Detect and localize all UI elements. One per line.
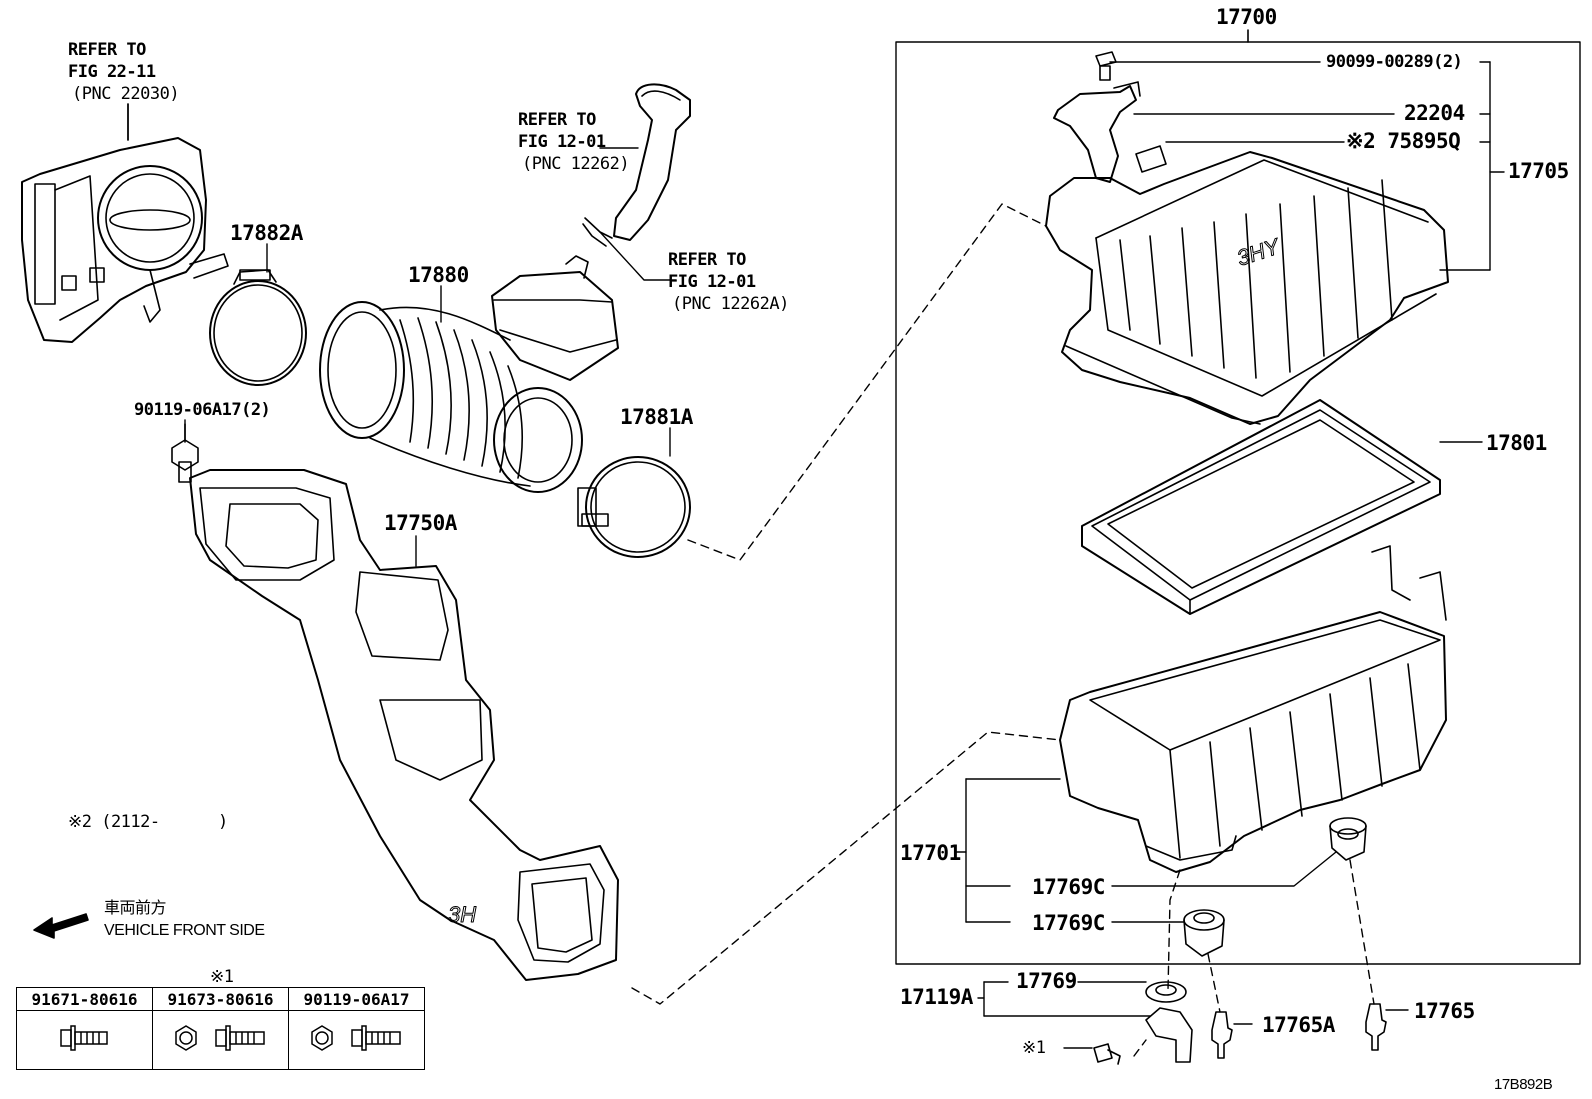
clamp-17882A-illustration <box>209 269 307 386</box>
part-17880[interactable]: 17880 <box>408 263 469 287</box>
part-17769C-upper[interactable]: 17769C <box>1032 875 1105 899</box>
part-17881A[interactable]: 17881A <box>620 405 693 429</box>
part-17765A[interactable]: 17765A <box>1262 1013 1335 1037</box>
pin-17765-illustration <box>1365 1003 1387 1051</box>
part-17769[interactable]: 17769 <box>1016 969 1077 993</box>
svg-text:3H: 3H <box>448 902 476 927</box>
cushion-17769-illustration <box>1145 981 1187 1003</box>
part-17750A[interactable]: 17750A <box>384 511 457 535</box>
dashed-connection-lines <box>631 203 1375 1057</box>
clamp-17881A-illustration <box>577 456 691 558</box>
part-17801[interactable]: 17801 <box>1486 431 1547 455</box>
drawing-id: 17B892B <box>1494 1076 1553 1093</box>
label-75895Q-illustration <box>1135 145 1167 173</box>
part-17765[interactable]: 17765 <box>1414 999 1475 1023</box>
part-17119A[interactable]: 17119A <box>900 985 973 1009</box>
hardware-table: 91671-80616 91673-80616 90119-06A17 <box>16 987 425 1070</box>
vehicle-front-arrow-icon <box>33 913 89 939</box>
flange-bolt-icon <box>59 1025 108 1051</box>
pin-17765A-illustration <box>1211 1011 1233 1059</box>
bracket-17119A-illustration <box>1145 1007 1193 1063</box>
table-header-1[interactable]: 91671-80616 <box>16 987 153 1011</box>
mark-1-label: ※1 <box>1022 1038 1046 1058</box>
stud-bolt-icon <box>174 1025 265 1051</box>
refer-hose2-line3: (PNC 12262A) <box>672 294 789 314</box>
production-note: ※2 (2112- ) <box>68 812 228 832</box>
assembly-number-17700: 17700 <box>1216 5 1277 29</box>
refer-hose2-line2: FIG 12-01 <box>668 272 756 292</box>
intake-hose-17880-illustration <box>319 255 619 493</box>
lower-case-17701-illustration <box>1059 545 1447 873</box>
part-17705[interactable]: 17705 <box>1508 159 1569 183</box>
part-90099-00289[interactable]: 90099-00289(2) <box>1326 52 1463 72</box>
part-22204[interactable]: 22204 <box>1404 101 1465 125</box>
part-90119-06A17[interactable]: 90119-06A17(2) <box>134 400 271 420</box>
table-header-3[interactable]: 90119-06A17 <box>288 987 425 1011</box>
table-header-2[interactable]: 91673-80616 <box>152 987 289 1011</box>
part-17769C-lower[interactable]: 17769C <box>1032 911 1105 935</box>
refer-throttle-line3: (PNC 22030) <box>72 84 180 104</box>
refer-hose2-line1: REFER TO <box>668 250 746 270</box>
part-75895Q[interactable]: ※2 75895Q <box>1346 129 1461 153</box>
table-group-mark: ※1 <box>210 967 234 987</box>
refer-throttle-line2: FIG 22-11 <box>68 62 156 82</box>
table-image-2 <box>152 1010 289 1070</box>
part-17701[interactable]: 17701 <box>900 841 961 865</box>
mass-air-flow-sensor-22204-illustration <box>1053 81 1141 183</box>
assembly-17700-frame <box>895 41 1581 965</box>
grommet-17769C-right-illustration <box>1329 817 1367 861</box>
refer-hose1-line2: FIG 12-01 <box>518 132 606 152</box>
table-image-3 <box>288 1010 425 1070</box>
table-image-1 <box>16 1010 153 1070</box>
air-duct-17750A-illustration: 3H <box>189 469 619 981</box>
bolt-90099-illustration <box>1095 51 1117 81</box>
leader-lines <box>127 61 1505 1049</box>
air-filter-17801-illustration <box>1081 399 1441 615</box>
bolt-mark1-illustration <box>1093 1043 1121 1065</box>
vehicle-front-en: VEHICLE FRONT SIDE <box>104 922 265 939</box>
svg-text:3HY: 3HY <box>1234 233 1284 270</box>
throttle-body-illustration <box>21 103 229 343</box>
part-17882A[interactable]: 17882A <box>230 221 303 245</box>
upper-case-17705-illustration: 3HY <box>1045 151 1449 425</box>
hex-bolt-icon <box>310 1025 401 1051</box>
refer-throttle-line1: REFER TO <box>68 40 146 60</box>
refer-hose1-line1: REFER TO <box>518 110 596 130</box>
grommet-17769C-lower-illustration <box>1183 909 1225 957</box>
refer-hose1-line3: (PNC 12262) <box>522 154 630 174</box>
vehicle-front-jp: 車両前方 <box>104 900 167 917</box>
